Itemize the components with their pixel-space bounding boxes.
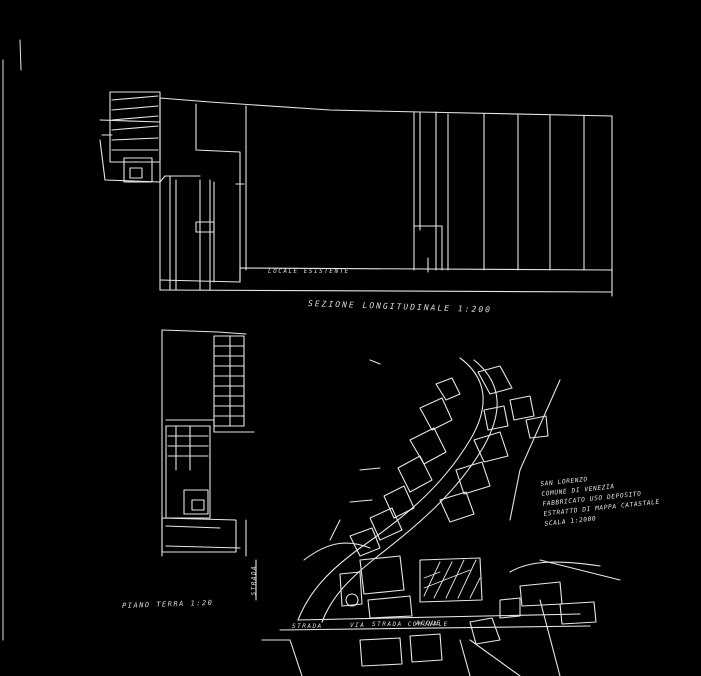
floor-plan-drawing (161, 329, 255, 557)
road-label-3: STRADA COMUNALE (372, 621, 449, 628)
section-floor-label: LOCALE ESISTENTE (268, 268, 350, 275)
site-plan-drawing (261, 357, 621, 676)
vertical-road-label: STRADA (250, 564, 258, 596)
section-drawing (99, 91, 613, 297)
left-margin-marks (2, 39, 22, 641)
road-label-4: ACQUE (416, 620, 442, 627)
road-label-1: STRADA (292, 623, 323, 630)
road-label-2: VIA (350, 622, 366, 629)
